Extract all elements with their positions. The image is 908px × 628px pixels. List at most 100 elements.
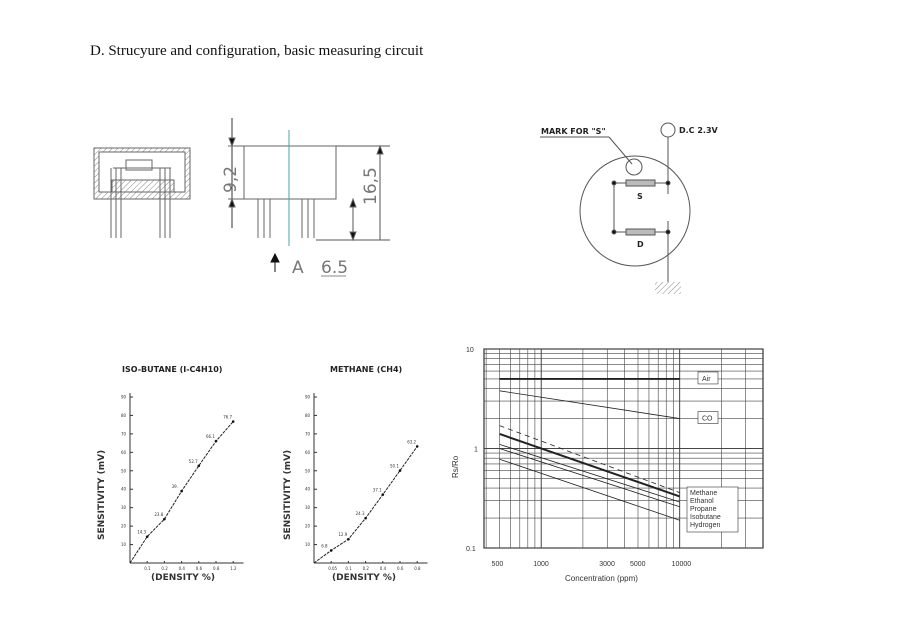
x-axis-label: (DENSITY %) (151, 573, 215, 583)
x-axis-label: (DENSITY %) (332, 573, 396, 583)
series-line-methane (499, 433, 680, 498)
dimension-16-5: 16,5 (361, 167, 381, 205)
chart-title: METHANE (CH4) (330, 365, 402, 374)
data-line (313, 446, 418, 564)
y-tick-label: 70 (305, 431, 311, 436)
x-tick-label: 0.2 (161, 566, 168, 571)
y-tick-label: 90 (305, 395, 311, 400)
sensor-s-label: S (637, 192, 643, 201)
data-label: 66.1 (206, 434, 215, 439)
y-tick-label: 20 (305, 524, 311, 529)
series-line-isobutane (499, 448, 680, 508)
x-axis-label: Concentration (ppm) (565, 574, 638, 583)
y-tick-label: 30 (121, 505, 127, 510)
y-tick-label: 80 (305, 413, 311, 418)
y-tick-label: 40 (305, 487, 311, 492)
x-tick-label: 0.1 (144, 566, 151, 571)
measuring-circuit-diagram (540, 122, 691, 294)
supply-voltage-label: D.C 2.3V (679, 126, 719, 135)
y-tick-label: 10 (121, 542, 127, 547)
series-line-hydrogen (499, 458, 680, 521)
series-line-co (499, 390, 680, 419)
data-label: 63.2 (407, 439, 416, 444)
series-label-air: Air (702, 376, 711, 383)
data-point (180, 489, 183, 493)
x-tick-label: 0.4 (380, 566, 387, 571)
y-tick-label: 90 (121, 395, 127, 400)
series-label-co: CO (702, 416, 713, 423)
x-tick-label: 0.1 (345, 566, 352, 571)
x-tick-label: 5000 (630, 561, 646, 568)
y-tick-label: 60 (305, 450, 311, 455)
chart-title: ISO-BUTANE (I-C4H10) (122, 365, 222, 374)
x-tick-label: 500 (492, 561, 504, 568)
data-point (364, 516, 367, 520)
y-tick-label: 70 (121, 431, 127, 436)
dimension-6-5: 6.5 (321, 258, 348, 278)
y-tick-label: 0.1 (466, 546, 476, 553)
data-point (398, 469, 402, 472)
sensor-d-coil (625, 228, 656, 236)
y-tick-label: 50 (305, 468, 311, 473)
data-point (415, 445, 419, 448)
sensor-cross-section-drawing (93, 147, 191, 238)
data-label: 14.3 (137, 530, 146, 535)
data-point (231, 420, 235, 423)
data-label: 12.9 (338, 532, 347, 537)
sensor-dimension-drawing (228, 118, 390, 277)
y-tick-label: 80 (121, 413, 127, 418)
data-point (381, 493, 385, 496)
x-tick-label: 0.2 (363, 566, 370, 571)
y-tick-label: 1 (474, 447, 478, 454)
y-axis-label: SENSITIVITY (mV) (283, 450, 293, 540)
x-tick-label: 3000 (599, 561, 615, 568)
legend-item: Isobutane (690, 514, 721, 521)
y-tick-label: 30 (305, 505, 311, 510)
section-heading: D. Strucyure and configuration, basic me… (90, 43, 424, 59)
data-point (329, 549, 333, 552)
data-point (347, 537, 350, 541)
methane-sensitivity-chart: METHANE (CH4) (DENSITY %) SENSITIVITY (m… (283, 365, 428, 583)
x-tick-label: 0.8 (414, 566, 421, 571)
y-axis-label: Rs/Ro (451, 455, 460, 478)
x-tick-label: 0.8 (213, 566, 220, 571)
isobutane-sensitivity-chart: ISO-BUTANE (I-C4H10) (DENSITY %) SENSITI… (97, 365, 244, 583)
data-label: 39. (172, 484, 178, 489)
y-tick-label: 60 (121, 450, 127, 455)
x-tick-label: 1000 (533, 561, 549, 568)
x-tick-label: 0.05 (328, 566, 337, 571)
x-tick-label: 10000 (672, 561, 692, 568)
data-label: 37.1 (373, 488, 382, 493)
x-tick-label: 0.6 (397, 566, 404, 571)
sensor-s-coil (625, 179, 656, 187)
data-point (214, 439, 218, 443)
series-label-box (697, 411, 719, 424)
data-label: 52.7 (189, 459, 198, 464)
data-point (163, 517, 166, 521)
data-point (145, 535, 149, 538)
mark-for-s-label: MARK FOR "S" (541, 127, 606, 136)
data-label: 50.1 (390, 464, 399, 469)
data-label: 76.7 (223, 415, 232, 420)
legend-item: Hydrogen (690, 522, 720, 529)
rs-ro-sensitivity-chart: Rs/Ro Concentration (ppm) 500 1000 3000 500… (451, 347, 764, 583)
y-tick-label: 40 (121, 487, 127, 492)
legend-box (686, 486, 739, 533)
data-label: 24.3 (356, 511, 365, 516)
y-tick-label: 50 (121, 468, 127, 473)
dimension-9-2: 9,2 (221, 166, 241, 193)
view-a-label: A (292, 258, 304, 278)
y-tick-label: 10 (305, 542, 311, 547)
data-point (197, 464, 201, 468)
x-tick-label: 1.2 (230, 566, 237, 571)
x-tick-label: 0.6 (196, 566, 203, 571)
legend-item: Methane (690, 490, 717, 497)
y-tick-label: 20 (121, 524, 127, 529)
y-axis-label: SENSITIVITY (mV) (97, 450, 107, 540)
legend-item: Ethanol (690, 498, 714, 505)
ground-symbol (655, 282, 681, 294)
x-tick-label: 0.4 (179, 566, 186, 571)
y-tick-label: 10 (466, 347, 474, 354)
